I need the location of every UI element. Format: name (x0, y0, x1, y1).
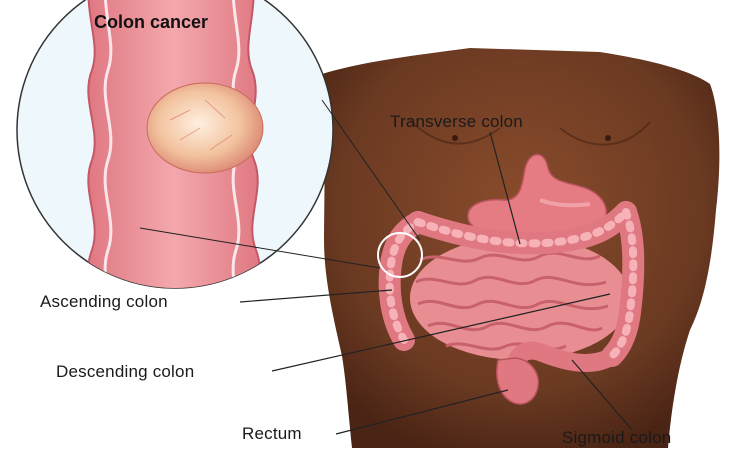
label-ascending-colon: Ascending colon (40, 292, 168, 312)
diagram-title: Colon cancer (94, 12, 208, 33)
nipple-right (605, 135, 611, 141)
tumor (147, 83, 263, 173)
label-rectum: Rectum (242, 424, 302, 444)
label-descending-colon: Descending colon (56, 362, 194, 382)
inset-magnifier (17, 0, 333, 340)
small-intestine (410, 236, 630, 360)
nipple-left (452, 135, 458, 141)
label-sigmoid-colon: Sigmoid colon (562, 428, 671, 448)
label-transverse-colon: Transverse colon (390, 112, 523, 132)
